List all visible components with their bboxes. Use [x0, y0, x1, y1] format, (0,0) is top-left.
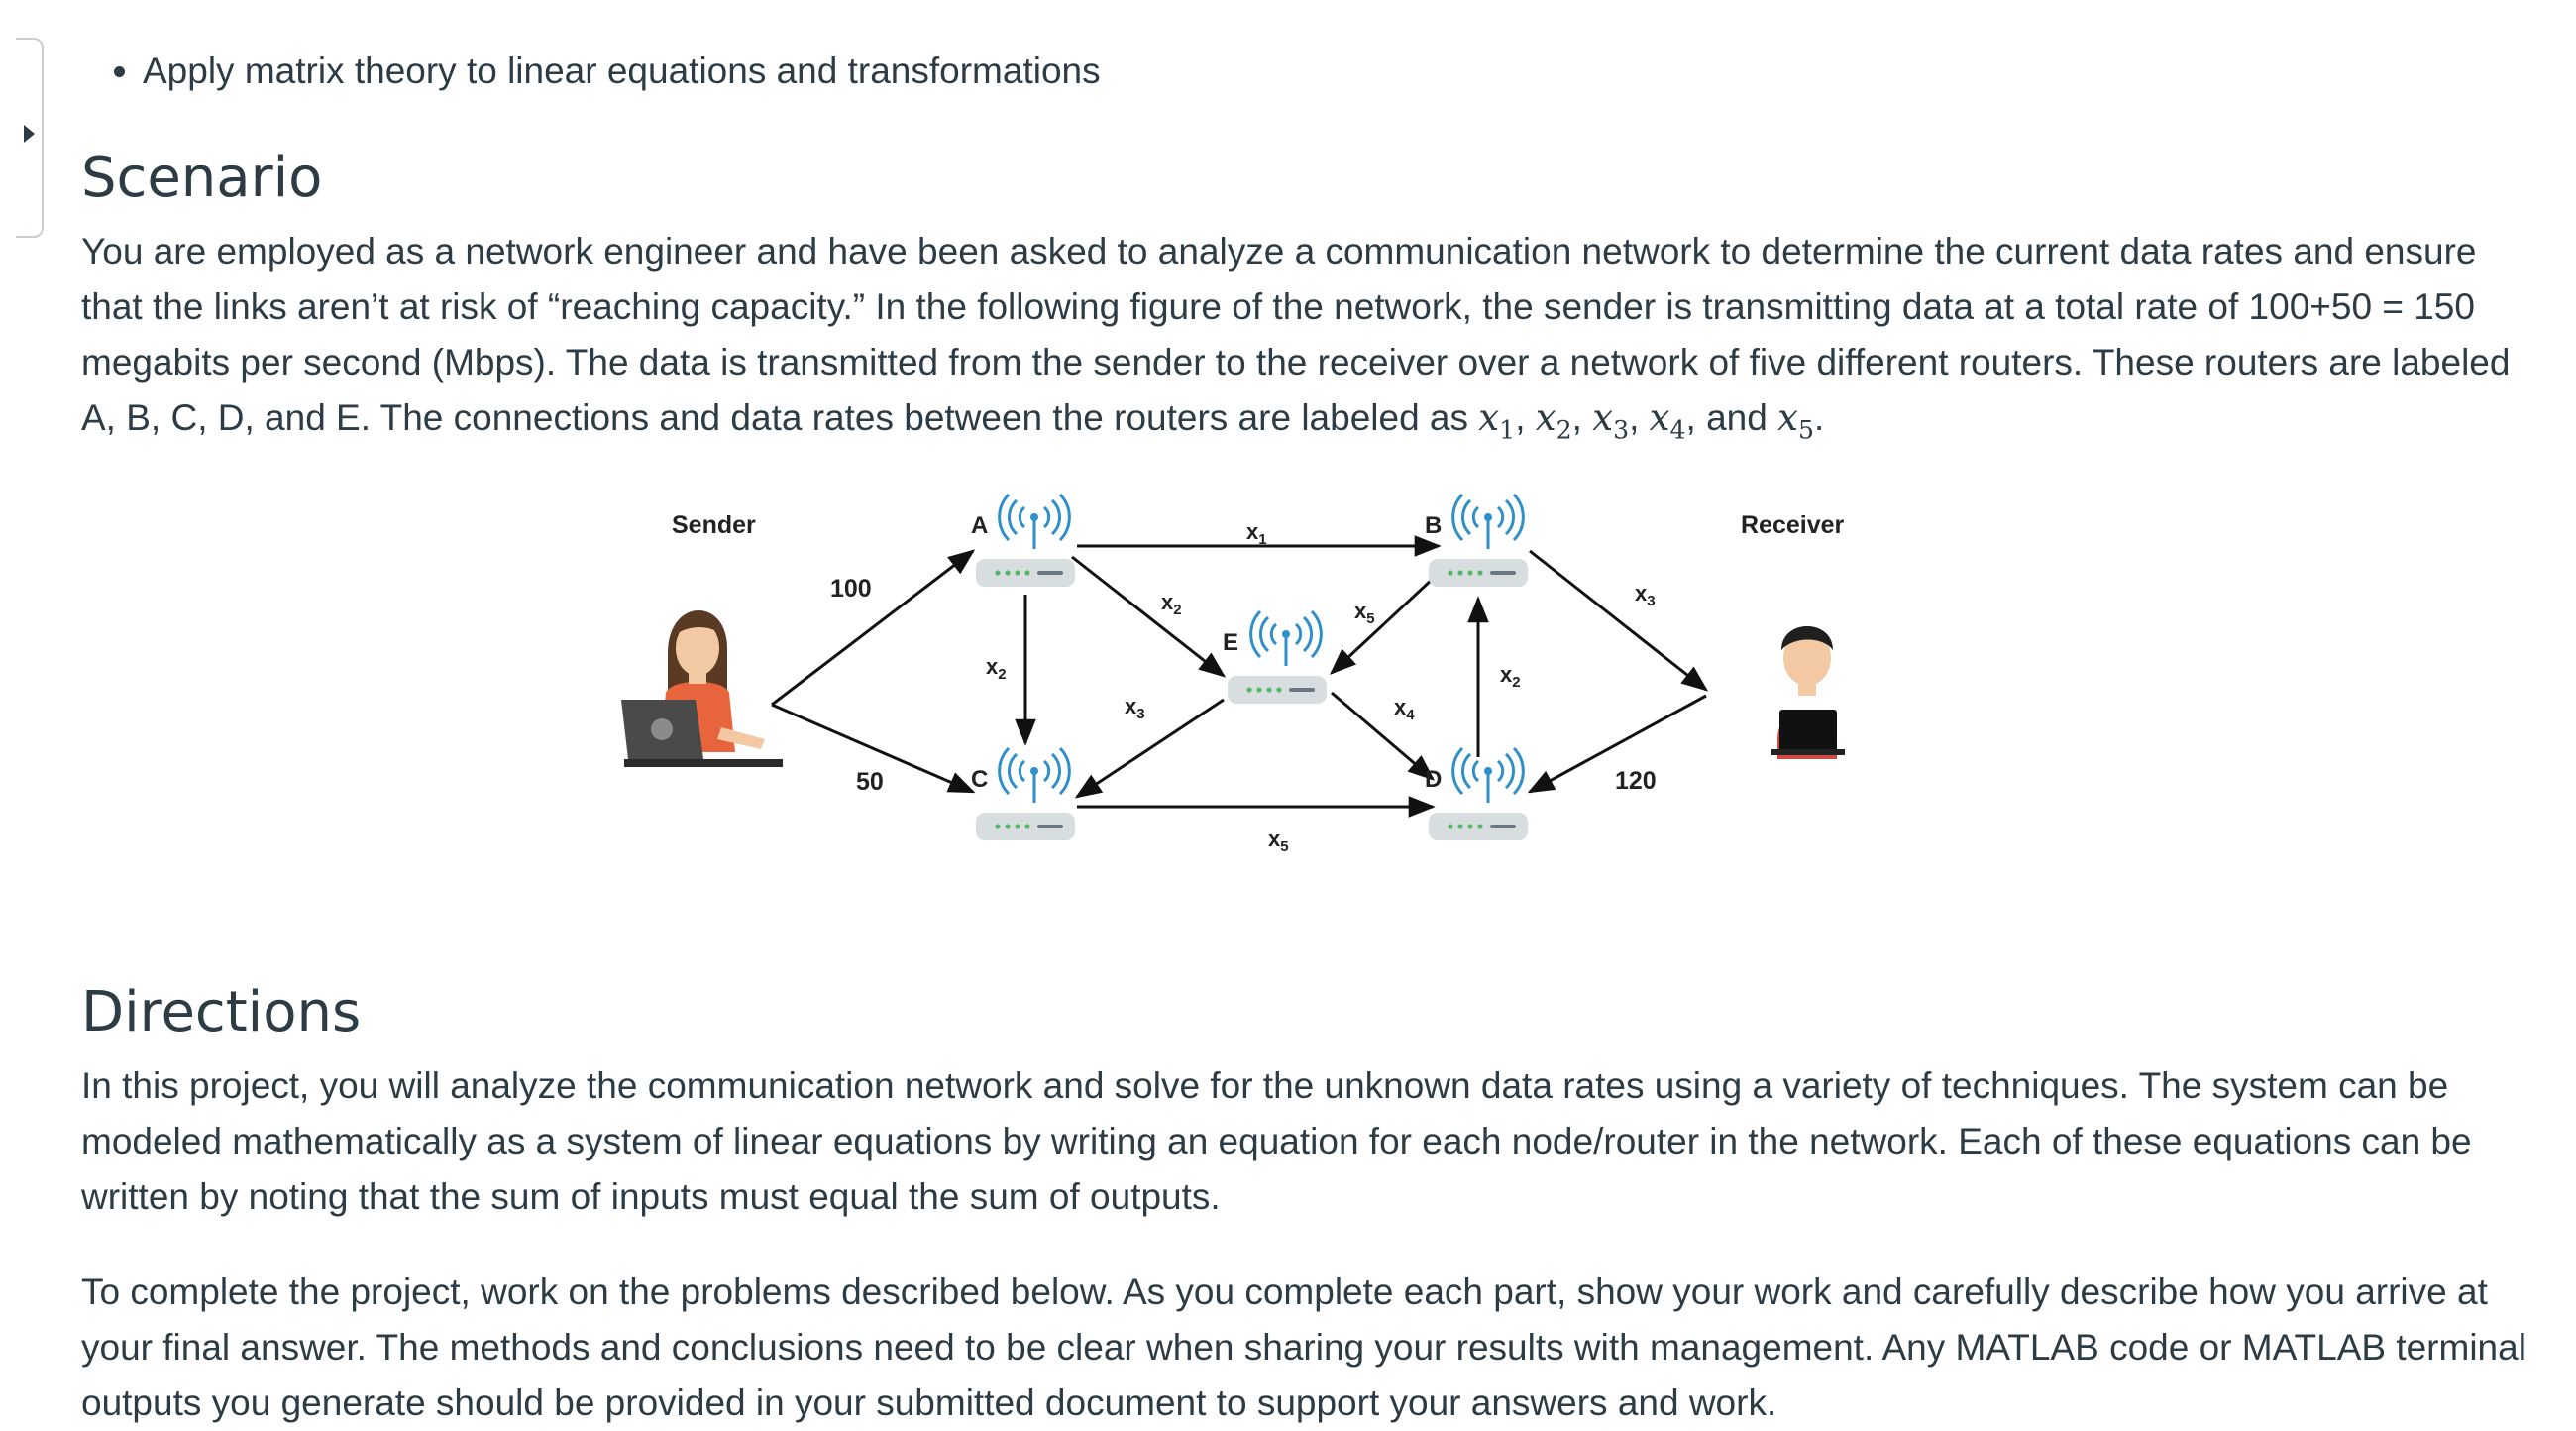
edge-label-x3-ec: x3	[1125, 694, 1145, 722]
caret-right-icon	[24, 125, 35, 143]
sender-laptop-icon	[621, 700, 783, 768]
rate-50-label: 50	[856, 768, 884, 796]
network-edges	[771, 535, 1709, 819]
var-x1: x1	[1478, 396, 1516, 445]
router-a: A	[971, 493, 1075, 588]
var-x4: x4	[1649, 396, 1686, 445]
var-sep: ,	[1629, 397, 1650, 438]
edge-e-c	[1074, 699, 1225, 799]
edge-label-x4-ed: x4	[1394, 695, 1415, 723]
rate-100-label: 100	[830, 575, 872, 603]
edge-sender-c	[771, 704, 976, 794]
edge-d-recv	[1527, 695, 1707, 794]
router-b: B	[1425, 493, 1528, 588]
edge-e-b	[1330, 578, 1435, 676]
outcomes-list: Apply matrix theory to linear equations …	[81, 40, 2538, 103]
router-e: E	[1223, 609, 1327, 705]
var-x3: x3	[1592, 396, 1630, 445]
rate-120-label: 120	[1615, 767, 1657, 795]
sidebar-toggle-button[interactable]	[16, 38, 44, 238]
var-x2: x2	[1535, 396, 1572, 445]
receiver-laptop-icon	[1771, 710, 1845, 756]
directions-paragraph-2: To complete the project, work on the pro…	[81, 1271, 2526, 1424]
sender-label: Sender	[672, 511, 756, 539]
edge-e-d	[1331, 692, 1436, 782]
edge-label-x5-cd: x5	[1268, 826, 1289, 855]
network-diagram: A B C D E Sender	[621, 493, 1845, 855]
edge-label-x5-eb: x5	[1354, 599, 1375, 627]
directions-heading: Directions	[81, 980, 362, 1046]
edge-label-x2-ac: x2	[986, 654, 1007, 683]
outcome-item: Apply matrix theory to linear equations …	[143, 40, 2538, 103]
router-c-label: C	[971, 766, 988, 793]
router-d: D	[1425, 746, 1528, 841]
network-figure: A B C D E Sender	[81, 480, 2538, 916]
router-d-label: D	[1425, 766, 1442, 793]
var-x5: x5	[1777, 396, 1815, 445]
edge-a-e	[1071, 556, 1227, 679]
scenario-text: You are employed as a network engineer a…	[81, 231, 2511, 438]
router-e-label: E	[1223, 629, 1238, 656]
var-sep: , and	[1685, 397, 1778, 438]
router-c: C	[971, 746, 1075, 841]
edge-b-recv	[1529, 550, 1709, 693]
receiver-label: Receiver	[1741, 511, 1845, 539]
edge-label-x1: x1	[1246, 519, 1267, 548]
edge-label-x2-ae: x2	[1161, 590, 1182, 618]
router-b-label: B	[1425, 512, 1442, 539]
edge-label-x3-recv: x3	[1635, 581, 1656, 609]
directions-paragraph-1: In this project, you will analyze the co…	[81, 1065, 2472, 1218]
edge-label-x2-db: x2	[1500, 662, 1521, 691]
var-sep: .	[1814, 397, 1825, 438]
scenario-heading: Scenario	[81, 146, 323, 210]
edge-sender-a	[771, 549, 976, 707]
var-sep: ,	[1571, 397, 1593, 438]
var-sep: ,	[1515, 397, 1536, 438]
router-a-label: A	[971, 512, 988, 539]
page-content: Apply matrix theory to linear equations …	[81, 40, 2538, 1431]
scenario-paragraph: You are employed as a network engineer a…	[81, 224, 2538, 458]
